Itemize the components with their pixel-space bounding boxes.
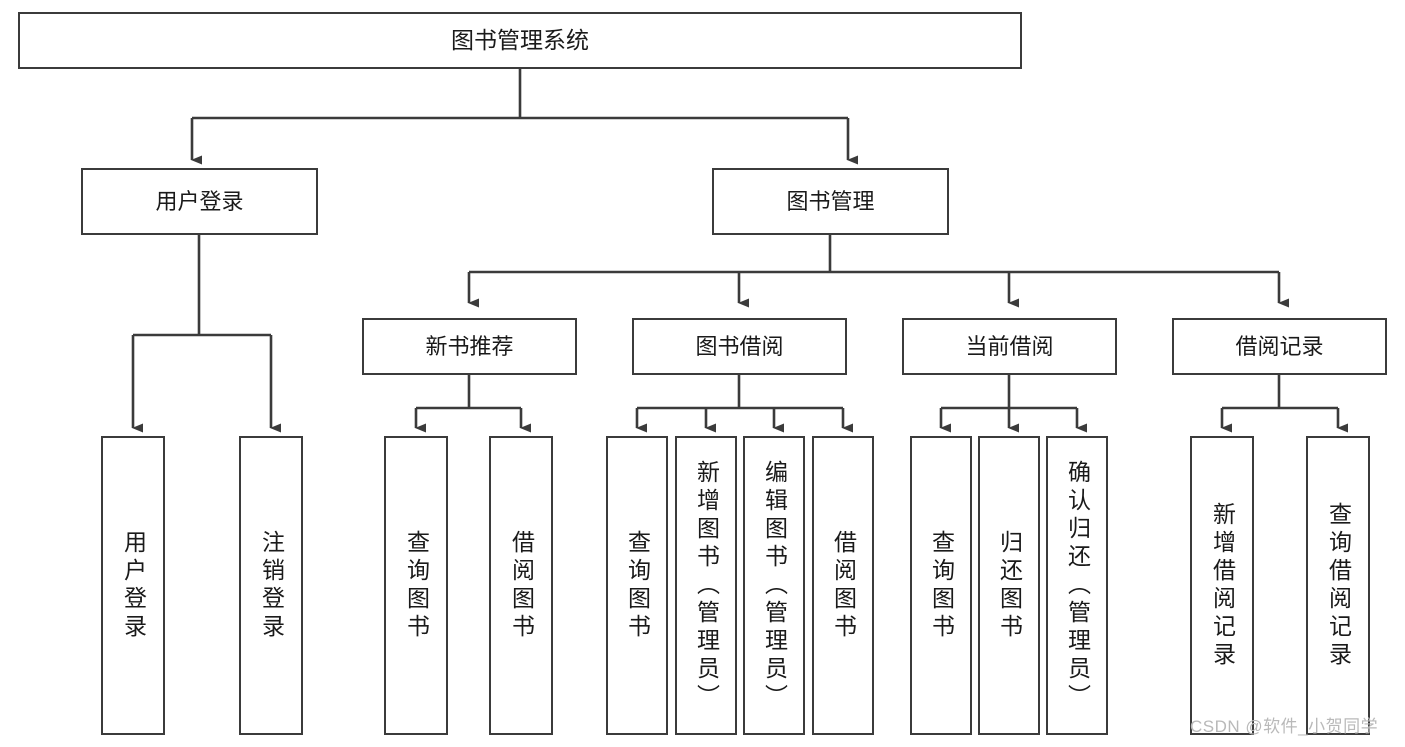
node-label: 查询图书 [624,529,651,642]
node-leaf-borrow-book-2[interactable]: 借阅图书 [812,436,874,735]
node-label: 编辑图书（管理员） [761,459,788,712]
node-label: 借阅记录 [1235,333,1324,359]
node-label: 图书借阅 [695,333,784,359]
node-label: 图书管理系统 [451,27,589,53]
node-label: 归还图书 [996,529,1023,642]
node-label: 借阅图书 [830,529,857,642]
node-root-book-management-system[interactable]: 图书管理系统 [18,12,1022,69]
node-label: 新增图书（管理员） [693,459,720,712]
node-book-management[interactable]: 图书管理 [712,168,949,235]
node-leaf-user-login[interactable]: 用户登录 [101,436,165,735]
node-borrow-record[interactable]: 借阅记录 [1172,318,1387,375]
node-leaf-query-borrow-record[interactable]: 查询借阅记录 [1306,436,1370,735]
node-leaf-return-book[interactable]: 归还图书 [978,436,1040,735]
node-label: 用户登录 [120,529,147,642]
node-current-borrow[interactable]: 当前借阅 [902,318,1117,375]
node-label: 查询图书 [928,529,955,642]
node-label: 当前借阅 [965,333,1054,359]
node-label: 用户登录 [155,188,244,214]
node-leaf-query-book-1[interactable]: 查询图书 [384,436,448,735]
node-leaf-confirm-return-admin[interactable]: 确认归还（管理员） [1046,436,1108,735]
node-new-book-recommend[interactable]: 新书推荐 [362,318,577,375]
node-label: 查询图书 [403,529,430,642]
node-leaf-edit-book-admin[interactable]: 编辑图书（管理员） [743,436,805,735]
node-leaf-query-book-2[interactable]: 查询图书 [606,436,668,735]
node-label: 图书管理 [786,188,875,214]
node-label: 借阅图书 [508,529,535,642]
node-user-login[interactable]: 用户登录 [81,168,318,235]
node-leaf-add-borrow-record[interactable]: 新增借阅记录 [1190,436,1254,735]
node-book-borrow[interactable]: 图书借阅 [632,318,847,375]
node-label: 查询借阅记录 [1325,501,1352,670]
node-leaf-logout-login[interactable]: 注销登录 [239,436,303,735]
node-leaf-borrow-book-1[interactable]: 借阅图书 [489,436,553,735]
node-leaf-add-book-admin[interactable]: 新增图书（管理员） [675,436,737,735]
node-label: 确认归还（管理员） [1064,459,1091,712]
node-label: 注销登录 [258,529,285,642]
node-label: 新增借阅记录 [1209,501,1236,670]
node-label: 新书推荐 [425,333,514,359]
csdn-watermark: CSDN @软件_小贺同学 [1190,717,1379,736]
node-leaf-query-book-3[interactable]: 查询图书 [910,436,972,735]
